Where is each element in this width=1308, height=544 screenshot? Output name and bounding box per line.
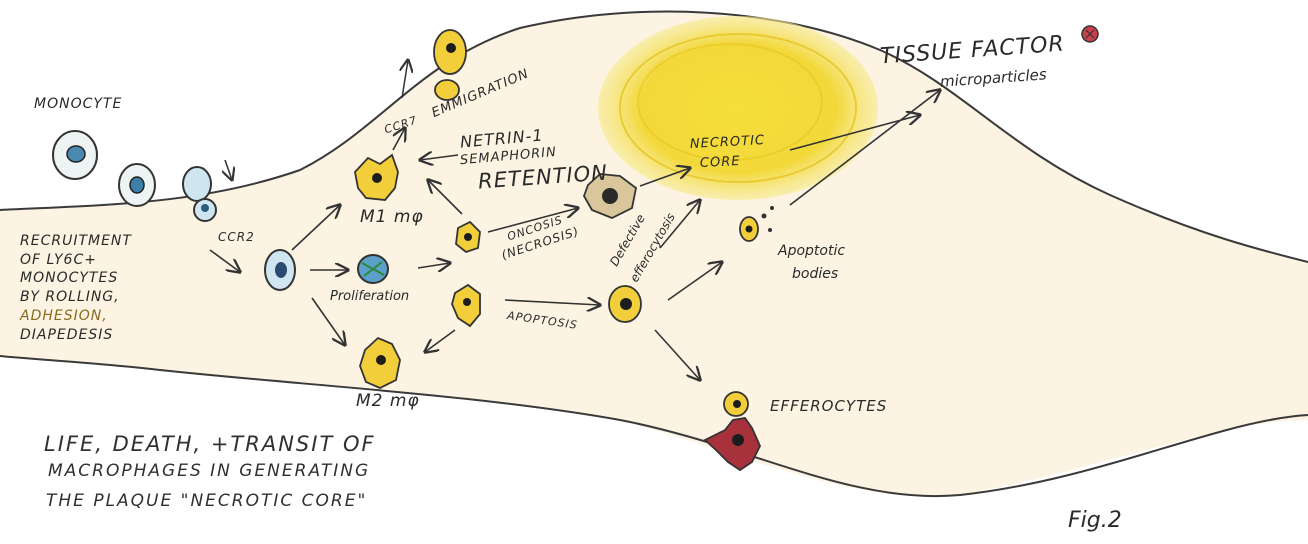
- caption-line: THE PLAQUE "NECROTIC CORE": [46, 492, 367, 512]
- monocyte-in-plaque: [265, 250, 295, 290]
- label-m2: M2 mφ: [356, 392, 420, 412]
- label-recruitment: ADHESION,: [20, 308, 108, 324]
- tissue-factor-particle: [1082, 26, 1098, 42]
- label-recruitment: RECRUITMENT: [20, 233, 132, 249]
- caption-line: LIFE, DEATH, +TRANSIT OF: [44, 432, 376, 456]
- label-apoptotic-bodies: Apoptotic: [778, 243, 845, 259]
- monocyte-cell: [119, 164, 155, 206]
- figure-number: Fig.2: [1068, 508, 1122, 533]
- label-apoptotic-bodies: bodies: [792, 266, 838, 282]
- label-m1: M1 mφ: [360, 208, 424, 228]
- label-recruitment: OF LY6C+: [20, 252, 97, 268]
- label-recruitment: DIAPEDESIS: [20, 327, 113, 343]
- proliferating-cell: [358, 255, 388, 283]
- label-efferocytes: EFFEROCYTES: [770, 398, 887, 415]
- apoptotic-macrophage: [609, 286, 641, 322]
- monocyte-cell: [53, 131, 97, 179]
- label-recruitment: MONOCYTES: [20, 270, 118, 286]
- arrow: [225, 160, 232, 180]
- label-ccr2: CCR2: [218, 231, 255, 245]
- label-monocyte: MONOCYTE: [34, 96, 122, 112]
- caption-line: MACROPHAGES IN GENERATING: [48, 462, 370, 482]
- label-recruitment: BY ROLLING,: [20, 289, 120, 305]
- label-proliferation: Proliferation: [330, 290, 409, 305]
- label-necrotic-core: CORE: [700, 155, 741, 172]
